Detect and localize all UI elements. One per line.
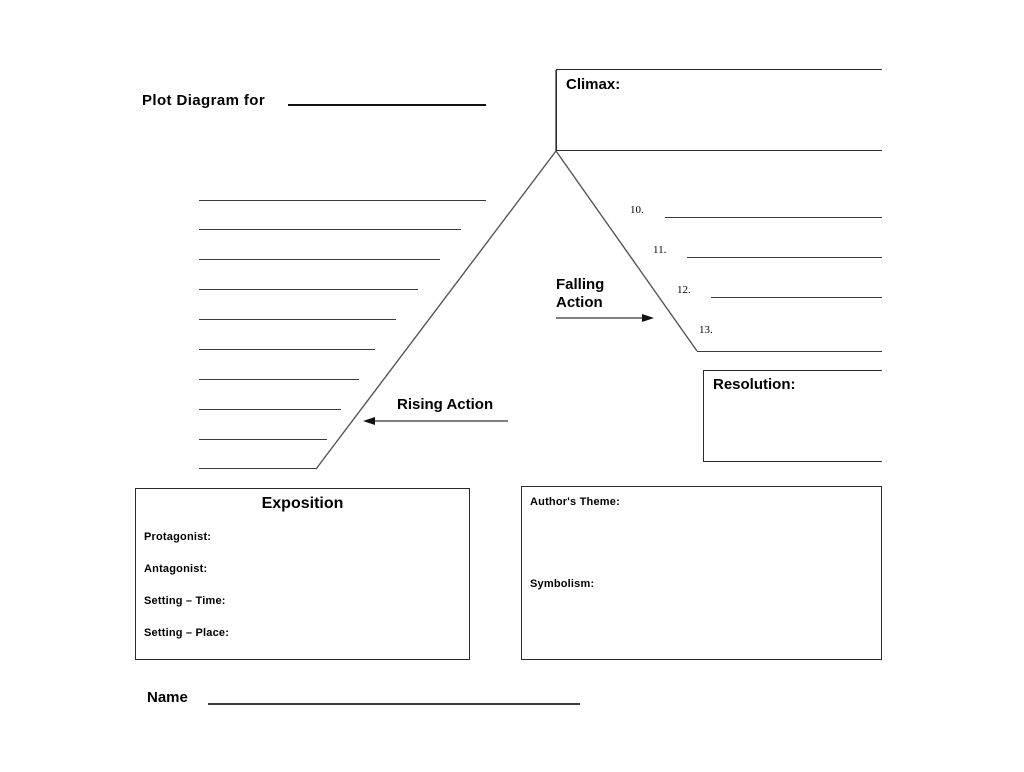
page-title: Plot Diagram for xyxy=(142,92,266,109)
exposition-field-protagonist: Protagonist: xyxy=(144,531,212,543)
falling-action-line-13[interactable] xyxy=(697,351,882,352)
rising-action-line-10[interactable] xyxy=(199,468,316,469)
falling-action-line-11[interactable] xyxy=(687,257,882,258)
falling-action-label: Falling Action xyxy=(556,276,604,312)
climax-label: Climax: xyxy=(566,76,621,93)
exposition-box[interactable] xyxy=(135,488,470,660)
rising-action-line-7[interactable] xyxy=(199,379,359,380)
rising-action-line-4[interactable] xyxy=(199,289,418,290)
falling-action-line-12[interactable] xyxy=(711,297,882,298)
rising-action-line-3[interactable] xyxy=(199,259,440,260)
symbolism-label: Symbolism: xyxy=(530,578,595,590)
falling-action-label-line2: Action xyxy=(556,294,603,311)
authors-theme-box[interactable] xyxy=(521,486,882,660)
resolution-box[interactable] xyxy=(703,370,882,462)
falling-action-label-line1: Falling xyxy=(556,276,605,293)
authors-theme-label: Author's Theme: xyxy=(530,496,620,508)
rising-action-line-5[interactable] xyxy=(199,319,396,320)
falling-action-number-13: 13. xyxy=(699,324,713,336)
exposition-field-antagonist: Antagonist: xyxy=(144,563,208,575)
name-blank-line[interactable] xyxy=(208,703,580,705)
falling-action-line-10[interactable] xyxy=(665,217,882,218)
falling-action-number-12: 12. xyxy=(677,284,691,296)
falling-action-number-10: 10. xyxy=(630,204,644,216)
rising-action-line-2[interactable] xyxy=(199,229,461,230)
climax-box[interactable] xyxy=(556,69,882,151)
falling-action-diagonal xyxy=(555,150,698,352)
exposition-field-setting-place: Setting – Place: xyxy=(144,627,230,639)
falling-action-number-11: 11. xyxy=(653,244,667,256)
rising-action-line-8[interactable] xyxy=(199,409,341,410)
falling-action-arrow xyxy=(556,314,654,322)
exposition-heading: Exposition xyxy=(261,495,344,512)
rising-action-line-6[interactable] xyxy=(199,349,375,350)
name-label: Name xyxy=(147,689,188,706)
exposition-field-setting-time: Setting – Time: xyxy=(144,595,226,607)
resolution-label: Resolution: xyxy=(713,376,796,393)
rising-action-line-9[interactable] xyxy=(199,439,327,440)
title-blank-line[interactable] xyxy=(288,104,486,106)
rising-action-label: Rising Action xyxy=(397,396,494,413)
rising-action-line-1[interactable] xyxy=(199,200,486,201)
rising-action-arrow xyxy=(363,417,508,425)
rising-action-diagonal xyxy=(315,150,557,470)
